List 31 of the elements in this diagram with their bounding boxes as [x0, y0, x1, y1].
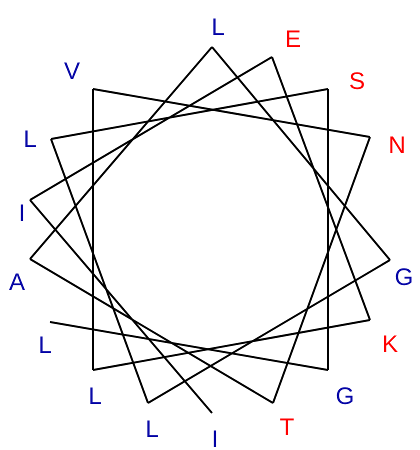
residue-letter: I: [212, 428, 218, 450]
wheel-line: [50, 138, 149, 404]
residue-letter: A: [8, 271, 25, 295]
residue-letter: K: [382, 333, 398, 357]
residue-letter: G: [394, 266, 414, 290]
wheel-line: [50, 321, 328, 371]
wheel-line: [327, 89, 329, 370]
residue-letter: G: [336, 385, 354, 409]
residue-letter: I: [18, 202, 26, 226]
residue-letter: L: [38, 334, 52, 358]
wheel-line: [29, 199, 213, 414]
residue-letter: L: [145, 418, 159, 442]
residue-letter: N: [388, 134, 406, 158]
wheel-line: [271, 56, 371, 320]
wheel-line: [148, 259, 390, 404]
residue-letter: T: [280, 416, 294, 440]
wheel-line: [29, 46, 213, 260]
wheel-line: [92, 319, 370, 371]
wheel-line: [272, 136, 371, 404]
wheel-line: [30, 56, 272, 201]
residue-letter: L: [211, 16, 225, 40]
wheel-line: [50, 88, 328, 140]
wheel-line: [30, 258, 274, 404]
wheel-line: [92, 89, 94, 370]
wheel-line: [92, 88, 370, 138]
residue-letter: L: [23, 128, 37, 152]
residue-letter: E: [284, 28, 301, 52]
residue-letter: S: [348, 70, 365, 94]
residue-letter: L: [88, 385, 102, 409]
wheel-line: [211, 46, 391, 261]
residue-letter: V: [64, 60, 80, 84]
